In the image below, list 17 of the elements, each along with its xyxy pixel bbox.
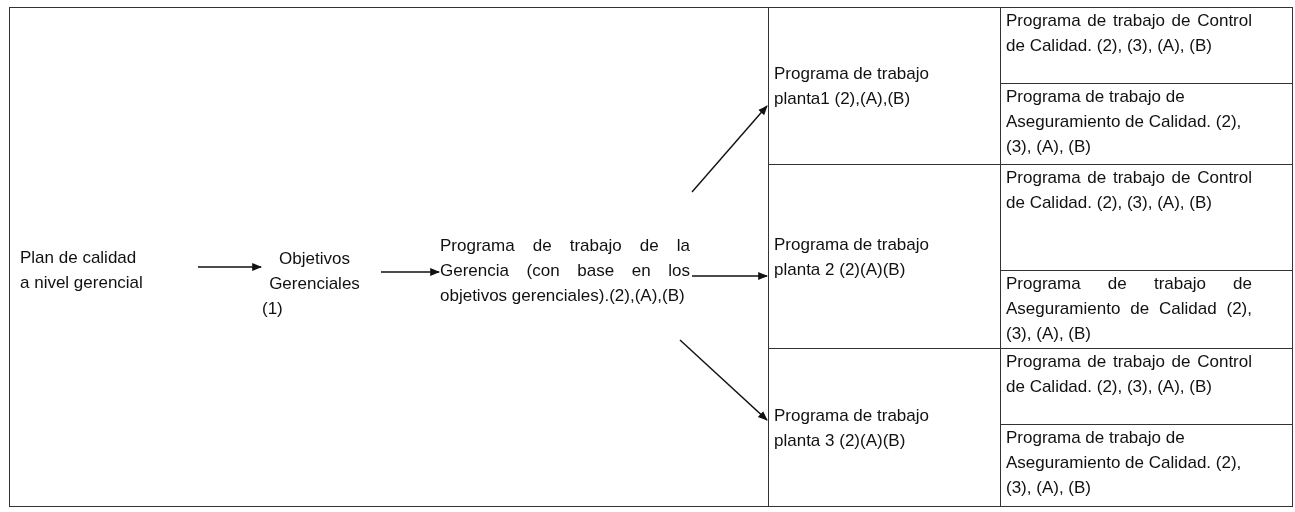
cell-text: Objetivos Gerenciales (1): [262, 247, 361, 320]
cell-text: Programa de trabajo planta 3 (2)(A)(B): [774, 404, 930, 452]
arrow: [197, 263, 262, 271]
arrow: [679, 339, 768, 421]
cell-text: Programa de trabajo de Control de Calidad. (2), (3), (A), (B): [1006, 167, 1252, 214]
cell-text: Programa de trabajo de Control de Calidad. (2), (3), (A), (B): [1006, 351, 1252, 398]
cell-text: Programa de trabajo de Control de Calidad. (2), (3), (A), (B): [1006, 10, 1252, 57]
cell-text: Programa de trabajo de la Gerencia (con base en los objetivos gerenciales).(2),(A),(B): [440, 234, 690, 307]
arrow: [380, 268, 440, 276]
cell-text: Programa de trabajo de Aseguramiento de Calidad. (2), (3), (A), (B): [1006, 86, 1243, 158]
arrow: [691, 105, 768, 193]
cell-text: Programa de trabajo planta 2 (2)(A)(B): [774, 233, 930, 281]
cell-text: Programa de trabajo planta1 (2),(A),(B): [774, 63, 930, 110]
cell-text: Programa de trabajo de Aseguramiento de Calidad. (2), (3), (A), (B): [1006, 427, 1243, 499]
arrow: [691, 272, 768, 280]
cell-text: Programa de trabajo de Aseguramiento de Calidad (2), (3), (A), (B): [1006, 273, 1252, 345]
cell-text: Plan de calidad a nivel gerencial: [20, 247, 144, 294]
